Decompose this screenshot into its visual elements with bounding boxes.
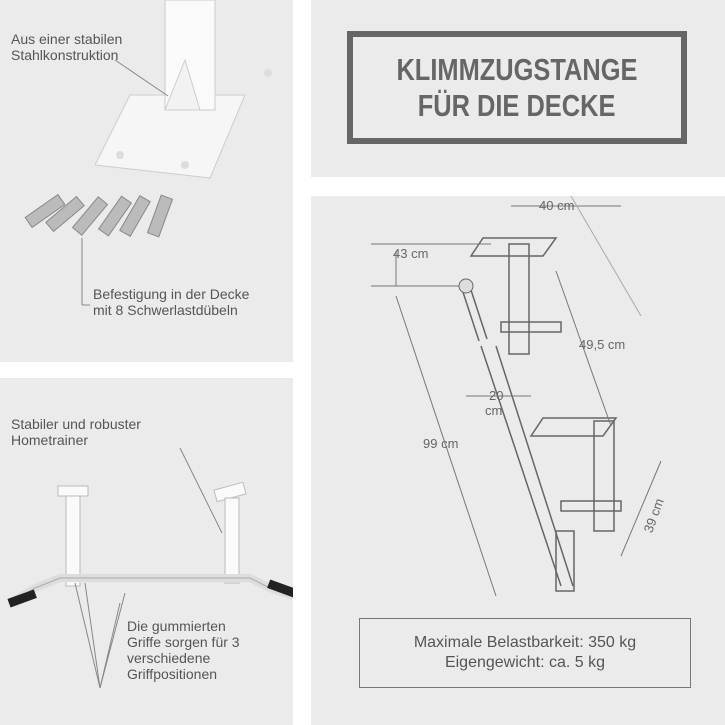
grip-caption-line2: Griffe sorgen für 3 [127, 634, 240, 650]
anchor-bolts [24, 193, 174, 238]
title-box: KLIMMZUGSTANGE FÜR DIE DECKE [347, 31, 687, 144]
dimensions-panel: 40 cm 43 cm 49,5 cm 20 cm 99 cm 39 cm Ma… [311, 196, 725, 725]
steel-caption-line1: Aus einer stabilen [11, 31, 123, 47]
dim-grip-b: cm [485, 403, 503, 418]
sturdy-caption-line2: Hometrainer [11, 432, 89, 448]
grip-caption-line3: verschiedene [127, 650, 211, 666]
pullup-bar-illustration [7, 447, 293, 689]
own-weight: Eigengewicht: ca. 5 kg [444, 654, 606, 671]
title-line1: KLIMMZUGSTANGE [396, 51, 638, 87]
mount-detail-panel: Aus einer stabilen Stahlkonstruktion Bef… [0, 0, 293, 362]
mount-plate-illustration [24, 0, 272, 306]
title-panel: KLIMMZUGSTANGE FÜR DIE DECKE [311, 0, 725, 177]
mount-caption-line2: mit 8 Schwerlastdübeln [93, 302, 238, 318]
sturdy-caption-line1: Stabiler und robuster [11, 416, 141, 432]
grip-caption-line4: Griffpositionen [127, 666, 218, 682]
dim-diagonal: 49,5 cm [579, 337, 626, 352]
mount-caption-line1: Befestigung in der Decke [93, 286, 250, 302]
dim-total: 99 cm [423, 436, 459, 451]
steel-caption-line2: Stahlkonstruktion [11, 47, 119, 63]
dim-grip-a: 20 [489, 388, 504, 403]
max-load: Maximale Belastbarkeit: 350 kg [413, 634, 637, 651]
specs-box: Maximale Belastbarkeit: 350 kg Eigengewi… [359, 618, 691, 688]
title-line2: FÜR DIE DECKE [418, 87, 616, 123]
grip-caption-line1: Die gummierten [127, 618, 226, 634]
dim-mount-height: 43 cm [393, 246, 429, 261]
bar-overview-panel: Stabiler und robuster Hometrainer Die gu… [0, 378, 293, 725]
dimension-drawing [371, 196, 662, 597]
dim-width: 40 cm [539, 198, 575, 213]
